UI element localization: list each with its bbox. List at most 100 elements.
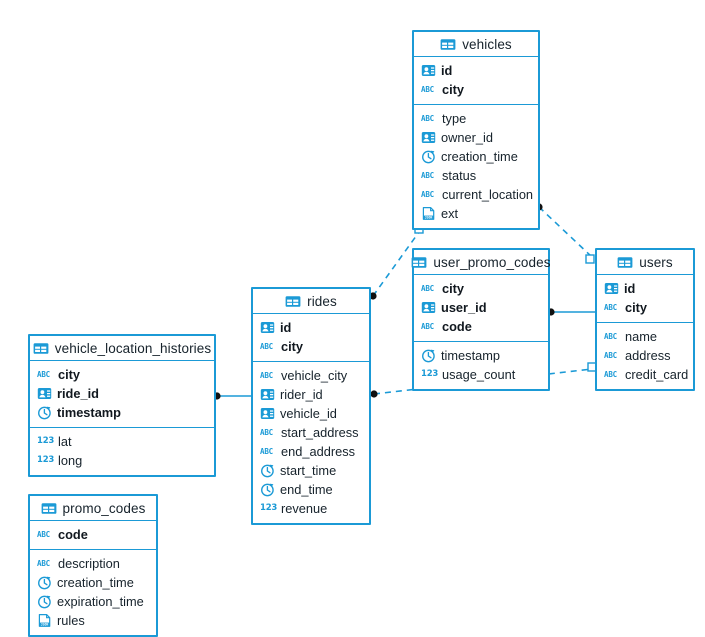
column-row-rides-end_time[interactable]: end_time (253, 480, 369, 499)
column-row-rides-start_time[interactable]: start_time (253, 461, 369, 480)
column-name: city (281, 339, 304, 354)
column-row-pk-users-id[interactable]: id (597, 279, 693, 298)
table-title-vehicles: vehicles (462, 36, 512, 52)
column-name: creation_time (57, 575, 134, 590)
column-name: id (280, 320, 292, 335)
column-row-rides-vehicle_city[interactable]: ABC vehicle_city (253, 366, 369, 385)
column-row-promo_codes-creation_time[interactable]: creation_time (30, 573, 156, 592)
table-title-promo_codes: promo_codes (62, 500, 146, 516)
column-row-pk-vehicles-id[interactable]: id (414, 61, 538, 80)
column-row-pk-rides-id[interactable]: id (253, 318, 369, 337)
column-row-pk-user_promo_codes-user_id[interactable]: user_id (414, 298, 548, 317)
table-grid-icon (285, 295, 301, 308)
column-name: lat (58, 434, 72, 449)
column-name: start_time (280, 463, 337, 478)
column-name: city (625, 300, 648, 315)
table-title-user_promo_codes: user_promo_codes (433, 254, 551, 270)
column-name: start_address (281, 425, 359, 440)
table-header-promo_codes[interactable]: promo_codes (30, 496, 156, 521)
table-grid-icon (617, 256, 633, 269)
abc-string-type-icon: ABC (604, 370, 617, 379)
123-number-type-icon: 123 (37, 436, 55, 446)
column-name: usage_count (442, 367, 516, 382)
column-name: vehicle_id (280, 406, 337, 421)
table-header-users[interactable]: users (597, 250, 693, 275)
column-row-promo_codes-description[interactable]: ABC description (30, 554, 156, 573)
abc-string-type-icon: ABC (421, 114, 434, 123)
table-header-vehicles[interactable]: vehicles (414, 32, 538, 57)
column-name: description (58, 556, 120, 571)
json-document-type-icon: JSON (421, 206, 436, 221)
table-title-rides: rides (307, 293, 337, 309)
column-name: ext (441, 206, 459, 221)
table-header-rides[interactable]: rides (253, 289, 369, 314)
column-row-promo_codes-expiration_time[interactable]: expiration_time (30, 592, 156, 611)
column-row-rides-vehicle_id[interactable]: vehicle_id (253, 404, 369, 423)
column-row-users-address[interactable]: ABC address (597, 346, 693, 365)
abc-string-type-icon: ABC (421, 171, 434, 180)
table-title-users: users (639, 254, 673, 270)
abc-string-type-icon: ABC (37, 559, 50, 568)
column-name: rider_id (280, 387, 323, 402)
column-row-pk-vehicle_location_histories-ride_id[interactable]: ride_id (30, 384, 214, 403)
abc-string-type-icon: ABC (37, 530, 50, 539)
column-name: vehicle_city (281, 368, 348, 383)
column-name: timestamp (441, 348, 501, 363)
abc-string-type-icon: ABC (604, 332, 617, 341)
column-row-pk-user_promo_codes-code[interactable]: ABC code (414, 317, 548, 336)
table-header-user_promo_codes[interactable]: user_promo_codes (412, 250, 551, 275)
svg-text:JSON: JSON (41, 623, 49, 627)
column-row-user_promo_codes-timestamp[interactable]: timestamp (414, 346, 548, 365)
column-name: end_time (280, 482, 333, 497)
abc-string-type-icon: ABC (260, 447, 273, 456)
abc-string-type-icon: ABC (421, 322, 434, 331)
abc-string-type-icon: ABC (421, 85, 434, 94)
id-badge-type-icon (421, 300, 436, 315)
column-row-vehicles-owner_id[interactable]: owner_id (414, 128, 538, 147)
column-row-rides-start_address[interactable]: ABC start_address (253, 423, 369, 442)
column-row-vehicles-creation_time[interactable]: creation_time (414, 147, 538, 166)
table-header-vehicle_location_histories[interactable]: vehicle_location_histories (30, 336, 214, 361)
svg-text:JSON: JSON (425, 216, 433, 220)
abc-string-type-icon: ABC (260, 428, 273, 437)
column-name: address (625, 348, 671, 363)
abc-string-type-icon: ABC (604, 351, 617, 360)
column-row-rides-rider_id[interactable]: rider_id (253, 385, 369, 404)
column-row-vehicles-ext[interactable]: JSON ext (414, 204, 538, 223)
clock-timestamp-type-icon (421, 149, 436, 164)
clock-timestamp-type-icon (37, 405, 52, 420)
column-row-pk-vehicle_location_histories-timestamp[interactable]: timestamp (30, 403, 214, 422)
column-name: code (442, 319, 472, 334)
abc-string-type-icon: ABC (260, 371, 273, 380)
